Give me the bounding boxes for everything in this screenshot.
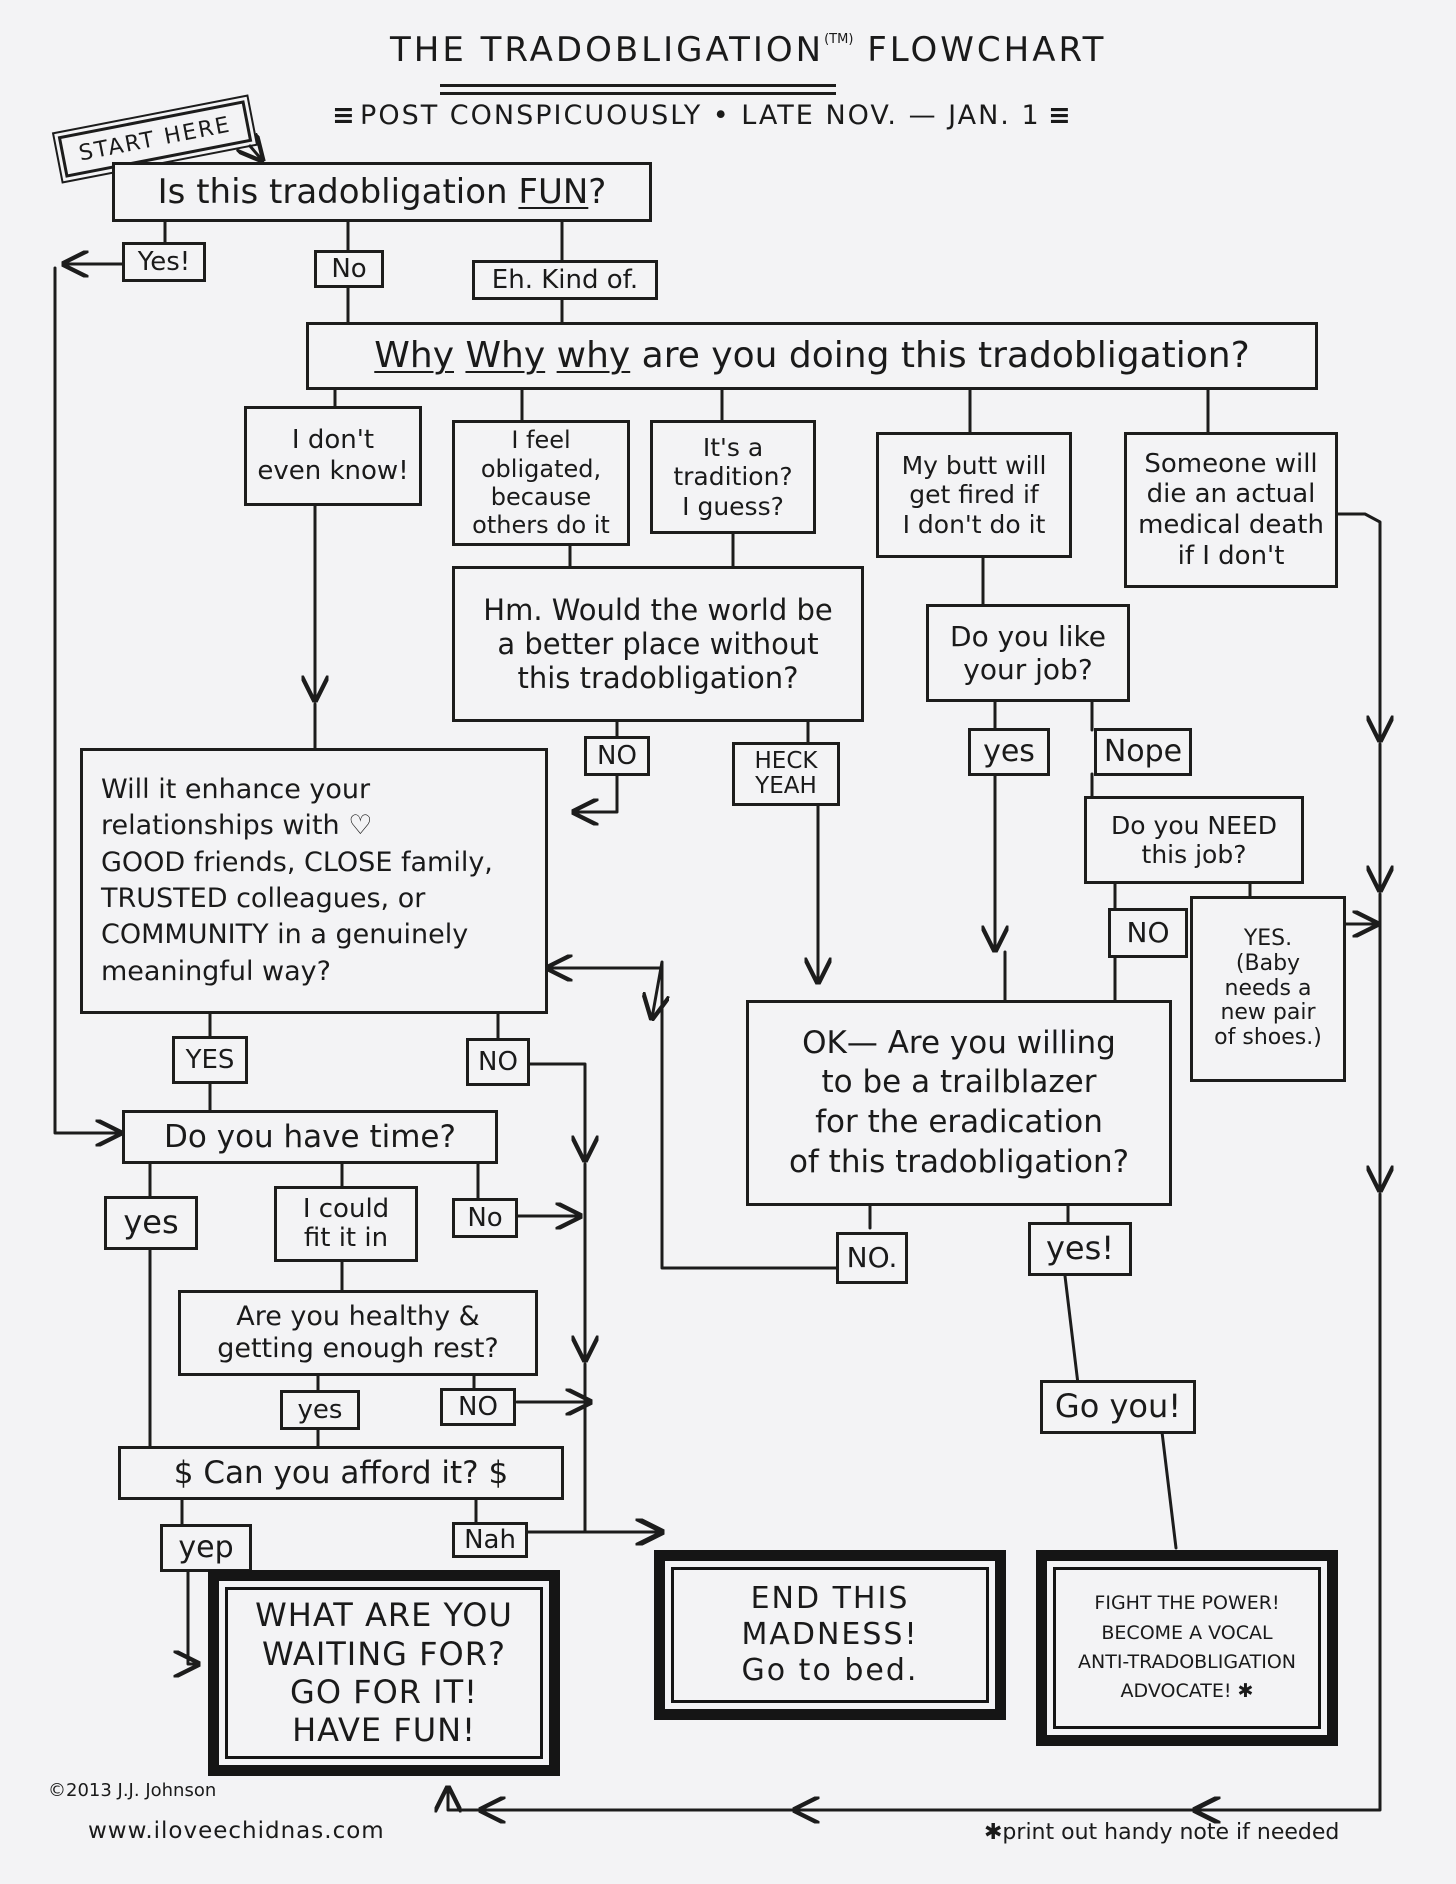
node-tradition: It's a tradition? I guess?	[650, 420, 816, 534]
answer-no-fun: No	[314, 250, 384, 288]
answer-kind-of: Eh. Kind of.	[472, 260, 658, 300]
is-fun-emph: FUN	[518, 171, 589, 212]
node-dont-know: I don't even know!	[244, 406, 422, 506]
node-have-time: Do you have time?	[122, 1110, 498, 1164]
answer-yes-health: yes	[280, 1390, 360, 1430]
node-go-you: Go you!	[1040, 1380, 1196, 1434]
answer-no-trail: NO.	[836, 1232, 908, 1284]
why-word-1: Why	[374, 334, 454, 376]
subtitle-text: POST CONSPICUOUSLY • LATE NOV. — JAN. 1	[360, 100, 1041, 131]
footnote: ✱print out handy note if needed	[984, 1820, 1340, 1845]
answer-nah: Nah	[452, 1522, 528, 1558]
page-title: THE TRADOBLIGATION(TM) FLOWCHART	[390, 30, 1106, 70]
answer-yes-job: yes	[968, 728, 1050, 776]
answer-yes-time: yes	[104, 1196, 198, 1250]
answer-heck-yeah: HECK YEAH	[732, 742, 840, 806]
outcome-go-for-it: WHAT ARE YOU WAITING FOR? GO FOR IT! HAV…	[208, 1570, 560, 1776]
answer-yep: yep	[160, 1524, 252, 1572]
title-main: THE TRADOBLIGATION	[390, 30, 825, 70]
why-word-3: why	[556, 334, 631, 376]
answer-no-time: No	[452, 1198, 518, 1238]
title-block: THE TRADOBLIGATION(TM) FLOWCHART	[300, 26, 1120, 112]
outcome-end-madness: END THIS MADNESS! Go to bed.	[654, 1550, 1006, 1720]
node-enhance: Will it enhance your relationships with …	[80, 748, 548, 1014]
title-underline	[440, 84, 836, 87]
why-word-2: Why	[465, 334, 546, 376]
node-need-job: Do you NEED this job?	[1084, 796, 1304, 884]
answer-no-enhance: NO	[466, 1038, 530, 1086]
node-butt-fired: My butt will get fired if I don't do it	[876, 432, 1072, 558]
node-healthy: Are you healthy & getting enough rest?	[178, 1290, 538, 1376]
answer-yes-baby: YES. (Baby needs a new pair of shoes.)	[1190, 896, 1346, 1082]
answer-yes-trail: yes!	[1028, 1222, 1132, 1276]
subtitle: ≡ POST CONSPICUOUSLY • LATE NOV. — JAN. …	[332, 100, 1071, 131]
copyright: ©2013 J.J. Johnson	[48, 1780, 217, 1801]
answer-fit-it-in: I could fit it in	[274, 1186, 418, 1262]
node-medical-death: Someone will die an actual medical death…	[1124, 432, 1338, 588]
node-is-fun: Is this tradobligation FUN?	[112, 162, 652, 222]
why-rest: are you doing this tradobligation?	[630, 334, 1250, 376]
title-suffix: FLOWCHART	[867, 30, 1107, 70]
outcome-fight-power: FIGHT THE POWER! BECOME A VOCAL ANTI-TRA…	[1036, 1550, 1338, 1746]
answer-nope: Nope	[1094, 728, 1192, 776]
title-tm: (TM)	[824, 32, 854, 47]
node-world-better: Hm. Would the world be a better place wi…	[452, 566, 864, 722]
node-like-job: Do you like your job?	[926, 604, 1130, 702]
is-fun-lead: Is this tradobligation	[157, 171, 519, 212]
is-fun-tail: ?	[588, 171, 607, 212]
answer-yes-enhance: YES	[172, 1036, 248, 1084]
node-obligated: I feel obligated, because others do it	[452, 420, 630, 546]
title-underline-2	[440, 92, 836, 95]
node-afford: $ Can you afford it? $	[118, 1446, 564, 1500]
answer-no-need: NO	[1108, 908, 1188, 958]
node-trailblazer: OK— Are you willing to be a trailblazer …	[746, 1000, 1172, 1206]
website: www.iloveechidnas.com	[88, 1818, 385, 1844]
answer-no-world: NO	[584, 736, 650, 776]
answer-yes-fun: Yes!	[122, 242, 206, 282]
answer-no-health: NO	[440, 1388, 516, 1426]
node-why: Why Why why are you doing this tradoblig…	[306, 322, 1318, 390]
